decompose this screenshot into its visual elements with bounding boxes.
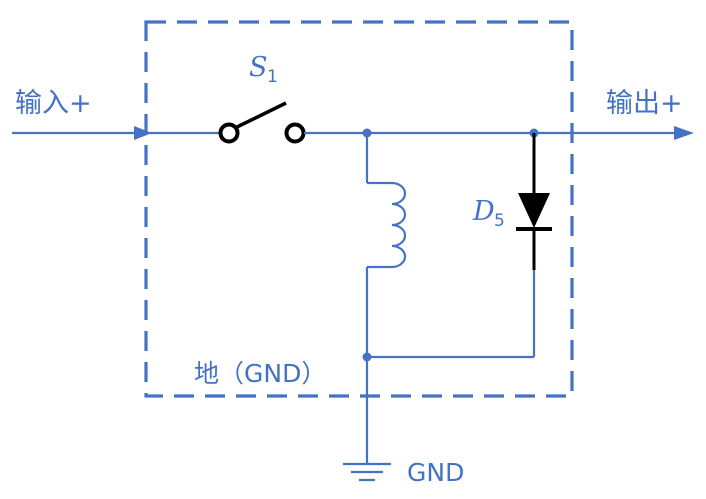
ground-node-label: 地（GND） <box>194 359 326 388</box>
switch-label-subscript: 1 <box>267 67 278 87</box>
switch-left-terminal <box>218 122 240 144</box>
input-label: 输入+ <box>15 88 92 119</box>
diode-label: D <box>472 196 495 227</box>
inductor-coil <box>367 181 407 269</box>
ground-symbol <box>343 462 391 482</box>
ground-symbol-label: GND <box>407 458 464 487</box>
dashed-boundary-box <box>144 20 574 398</box>
switch-s1 <box>218 101 306 144</box>
switch-label: S <box>249 52 268 83</box>
output-label: 输出+ <box>606 88 683 119</box>
output-arrow <box>674 126 694 140</box>
diode-triangle <box>518 193 550 228</box>
diode-label-subscript: 5 <box>494 211 505 231</box>
switch-blade <box>236 101 287 129</box>
switch-label-name: S <box>249 52 268 83</box>
input-arrow <box>134 126 152 140</box>
switch-right-terminal <box>284 122 306 144</box>
diode-label-name: D <box>472 196 495 227</box>
